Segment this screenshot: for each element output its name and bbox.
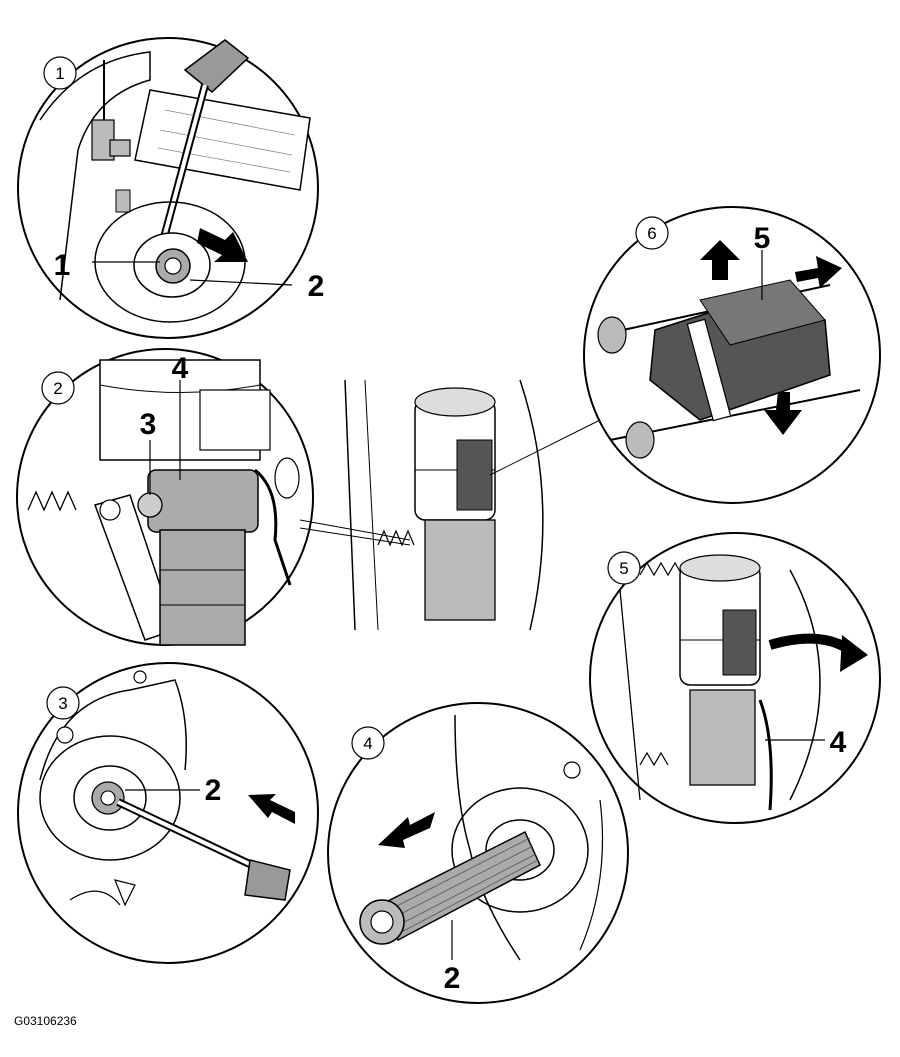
step-4-number: 4 bbox=[363, 734, 372, 753]
step-5-number: 5 bbox=[619, 559, 628, 578]
step-5-callout-4: 4 bbox=[830, 726, 847, 759]
step-2-panel: 2 3 4 bbox=[16, 348, 411, 646]
step-1-panel: 1 1 2 bbox=[17, 37, 325, 339]
center-overview bbox=[344, 379, 601, 631]
step-6-number: 6 bbox=[647, 224, 656, 243]
step-1-callout-2: 2 bbox=[308, 270, 325, 303]
step-6-panel: 6 5 bbox=[583, 206, 881, 504]
step-2-callout-4: 4 bbox=[172, 352, 189, 385]
step-4-callout-2: 2 bbox=[444, 962, 461, 995]
step-6-callout-5: 5 bbox=[754, 222, 771, 255]
step-1-callout-1: 1 bbox=[54, 249, 71, 282]
step-3-panel: 3 2 bbox=[17, 662, 319, 964]
figure-code: G03106236 bbox=[14, 1014, 77, 1028]
step-2-callout-3: 3 bbox=[140, 408, 157, 441]
step-3-callout-2: 2 bbox=[205, 774, 222, 807]
step-2-number: 2 bbox=[53, 379, 62, 398]
step-1-number: 1 bbox=[55, 64, 64, 83]
step-5-panel: 5 4 bbox=[589, 532, 881, 824]
step-3-number: 3 bbox=[58, 694, 67, 713]
step-4-panel: 4 2 bbox=[327, 702, 629, 1004]
